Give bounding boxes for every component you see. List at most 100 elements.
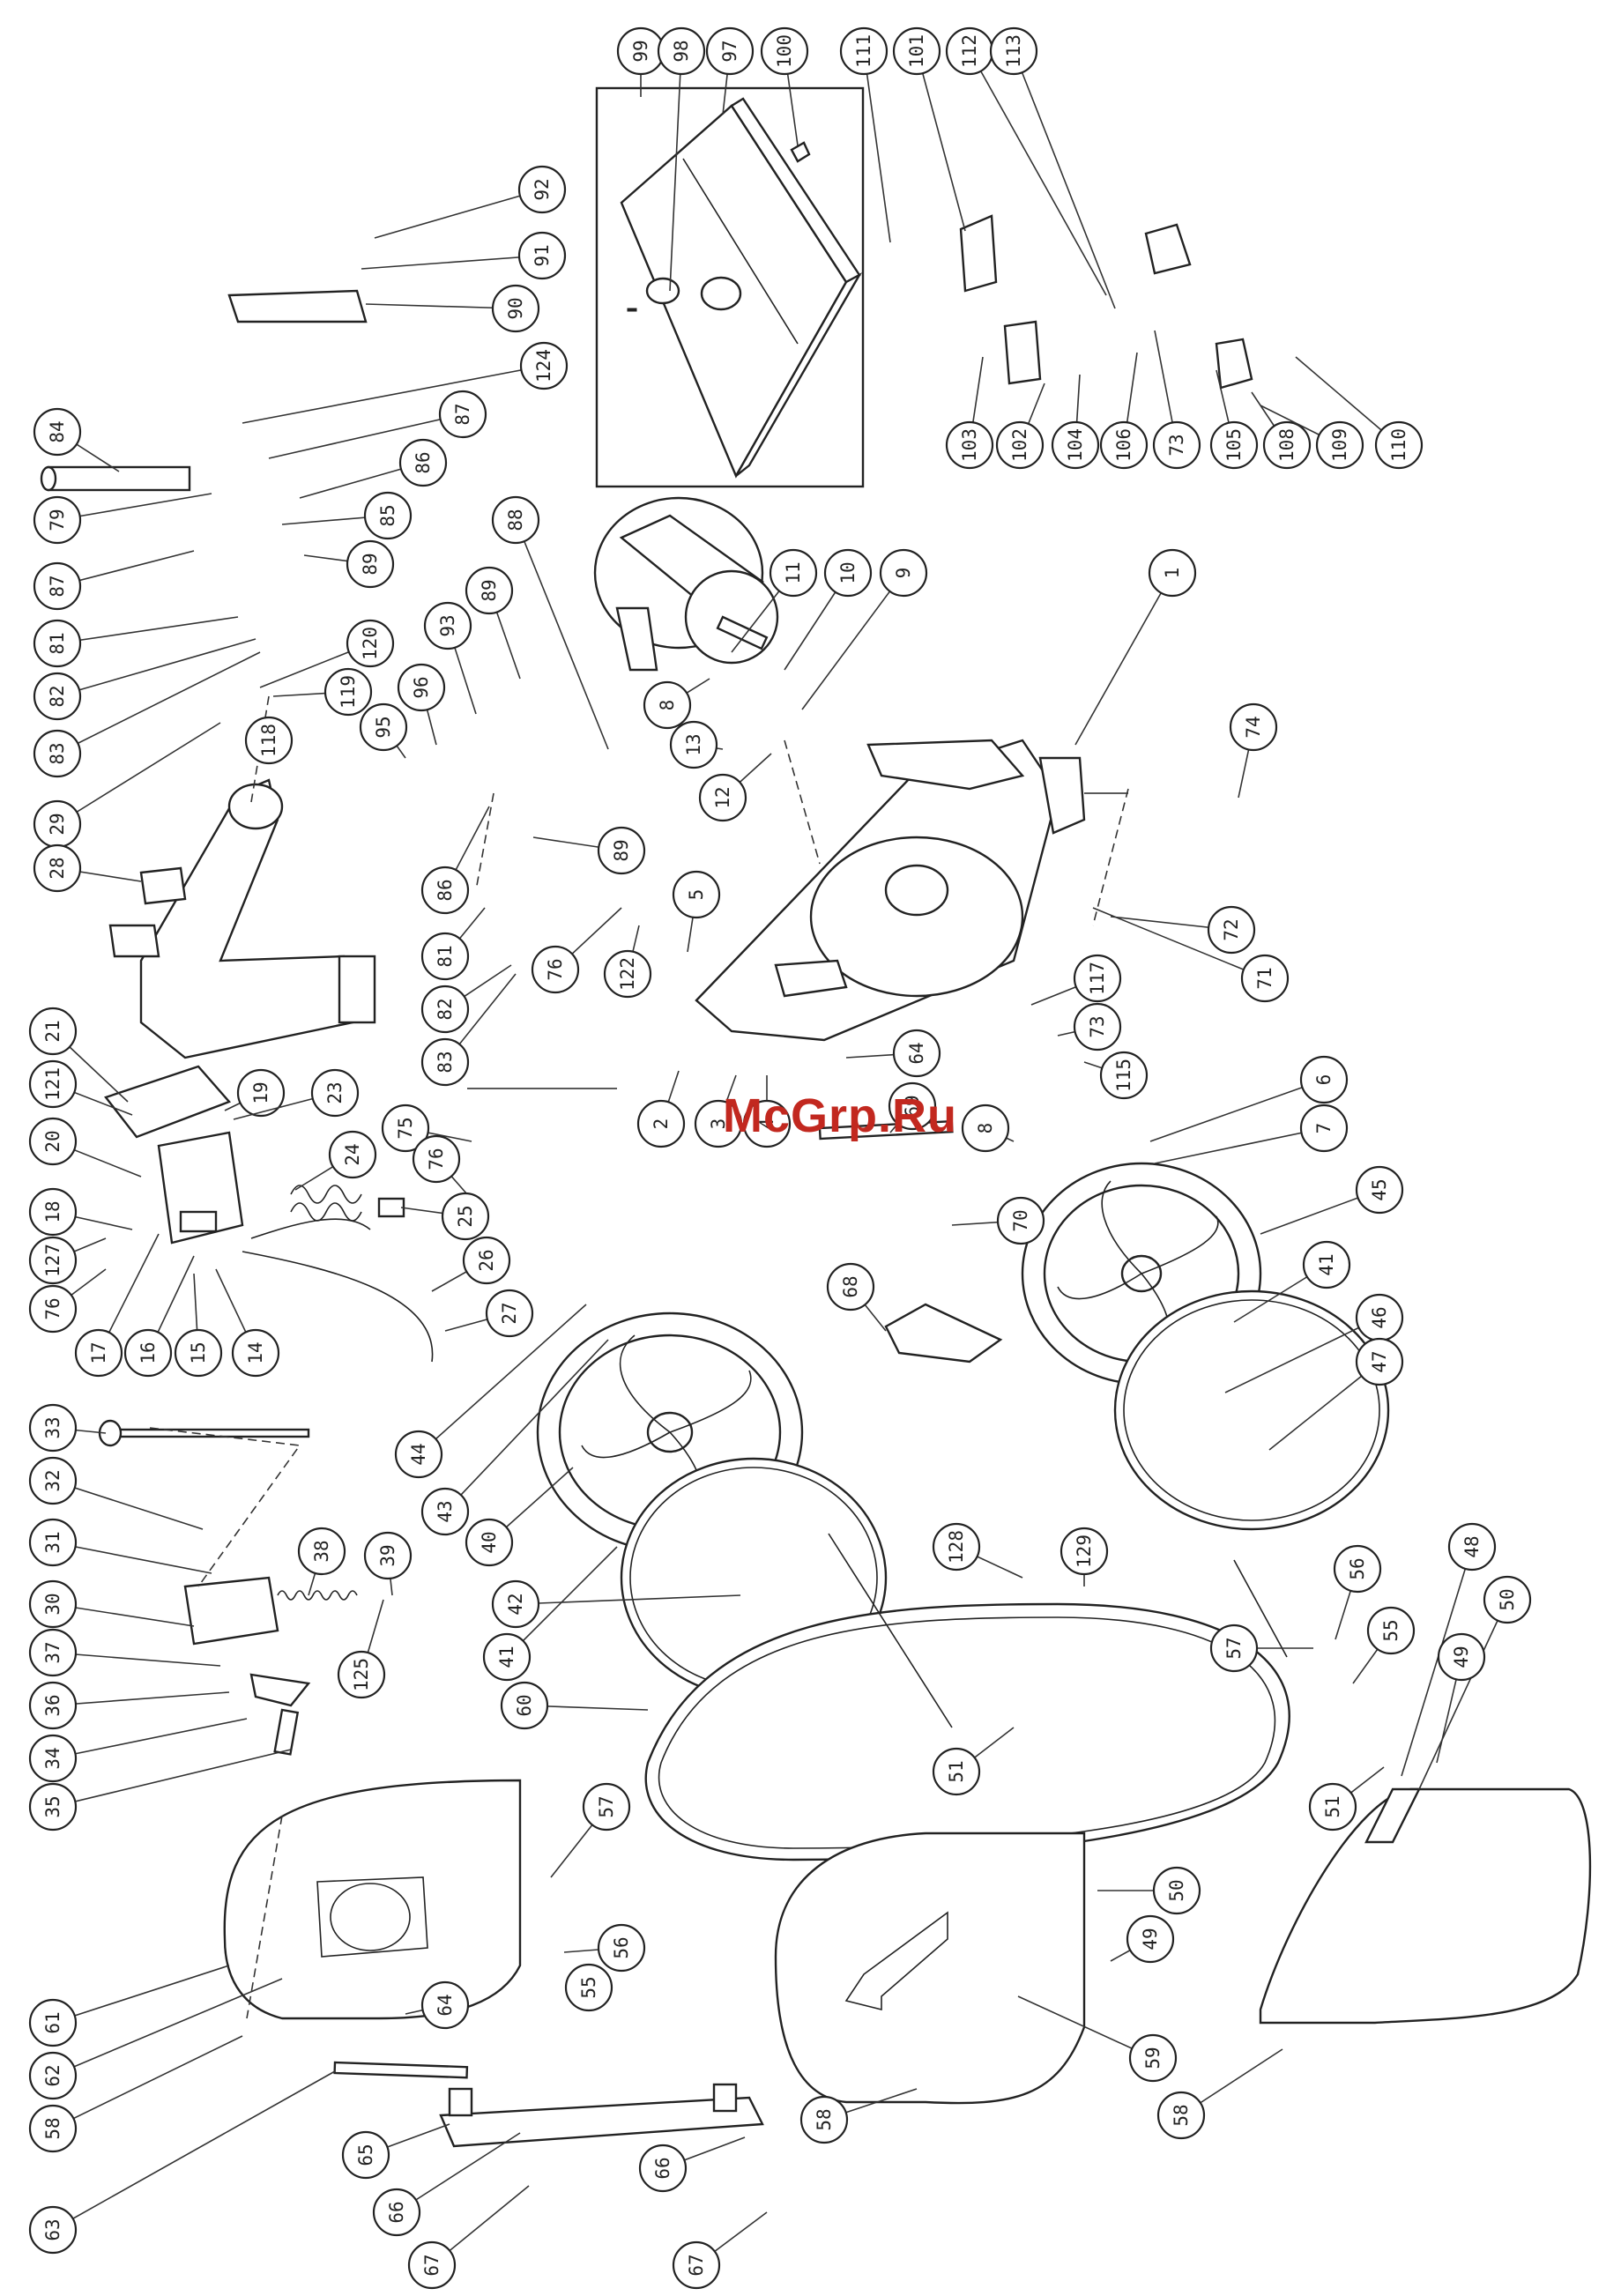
callout-circle (420, 932, 470, 981)
callout-circle (412, 1134, 461, 1184)
part-callout-55: 55 (1366, 1606, 1416, 1655)
callout-circle (397, 663, 446, 712)
part-callout-83: 83 (33, 729, 82, 778)
callout-number: 87 (452, 403, 473, 425)
part-callout-49: 49 (1126, 1914, 1175, 1964)
part-callout-86: 86 (420, 866, 470, 915)
callout-number: 121 (42, 1067, 63, 1101)
part-callout-58: 58 (28, 2104, 78, 2153)
callout-circle (28, 1998, 78, 2047)
callout-circle (672, 870, 721, 919)
part-callout-121: 121 (28, 1059, 78, 1109)
part-callout-64: 64 (892, 1029, 941, 1078)
callout-number: 28 (47, 857, 68, 879)
part-callout-57: 57 (582, 1782, 631, 1832)
callout-circle (1308, 1782, 1357, 1832)
callout-number: 11 (783, 561, 804, 583)
callout-leader-line (515, 1594, 741, 1605)
callout-number: 117 (1087, 962, 1108, 995)
callout-number: 102 (1009, 428, 1030, 462)
callout-number: 63 (42, 2218, 63, 2240)
part-callout-98: 98 (657, 26, 706, 76)
callout-number: 23 (324, 1081, 346, 1103)
callout-circle (597, 1923, 646, 1973)
callout-circle (33, 843, 82, 893)
callout-number: 1 (1162, 568, 1183, 579)
callout-number: 66 (386, 2201, 407, 2223)
callout-number: 59 (1142, 2047, 1164, 2069)
callout-leader-line (801, 572, 904, 710)
part-callout-75: 75 (381, 1103, 430, 1153)
part-callout-43: 43 (420, 1487, 470, 1536)
part-callout-31: 31 (28, 1518, 78, 1567)
part-callout-119: 119 (323, 667, 373, 717)
callout-circle (1374, 420, 1424, 470)
callout-leader-line (1401, 1546, 1473, 1777)
part-callout-39: 39 (363, 1531, 413, 1580)
callout-leader-line (56, 616, 239, 644)
callout-number: 49 (1451, 1646, 1472, 1668)
callout-circle (28, 1734, 78, 1783)
callout-number: 25 (455, 1205, 476, 1227)
part-callout-102: 102 (995, 420, 1045, 470)
callout-circle (1299, 1055, 1349, 1104)
callout-circle (33, 561, 82, 611)
callout-circle (945, 420, 994, 470)
callout-leader-line (52, 1691, 230, 1706)
callout-circle (657, 26, 706, 76)
callout-circle (1152, 1866, 1201, 1915)
part-callout-26: 26 (462, 1236, 511, 1285)
callout-circle (28, 2205, 78, 2255)
part-callout-42: 42 (491, 1579, 540, 1629)
callout-number: 6 (1313, 1074, 1335, 1086)
part-callout-64: 64 (420, 1980, 470, 2030)
part-callout-87: 87 (33, 561, 82, 611)
callout-number: 41 (1316, 1253, 1337, 1275)
part-callout-70: 70 (996, 1196, 1045, 1245)
part-callout-59: 59 (1128, 2033, 1178, 2083)
part-callout-55: 55 (564, 1963, 613, 2012)
callout-leader-line (361, 255, 543, 270)
callout-number: 34 (42, 1747, 63, 1769)
callout-circle (33, 729, 82, 778)
part-callout-34: 34 (28, 1734, 78, 1783)
callout-circle (643, 680, 692, 730)
callout-number: 50 (1166, 1879, 1187, 1901)
part-callout-96: 96 (397, 663, 446, 712)
part-callout-47: 47 (1355, 1337, 1404, 1386)
part-callout-100: 100 (760, 26, 809, 76)
part-callout-104: 104 (1051, 420, 1100, 470)
callout-circle (28, 2104, 78, 2153)
callout-number: 82 (435, 998, 456, 1020)
callout-circle (1060, 1527, 1109, 1576)
callout-number: 86 (435, 879, 456, 901)
callout-number: 93 (437, 614, 458, 636)
callout-number: 111 (853, 34, 874, 68)
callout-number: 101 (906, 34, 927, 68)
callout-circle (799, 2095, 849, 2144)
part-callout-21: 21 (28, 1007, 78, 1056)
callout-circle (1262, 420, 1312, 470)
part-callout-79: 79 (33, 495, 82, 545)
callout-circle (1299, 1103, 1349, 1153)
callout-circle (28, 2051, 78, 2100)
part-callout-12: 12 (698, 773, 747, 822)
callout-number: 113 (1003, 34, 1024, 68)
callout-circle (420, 985, 470, 1034)
callout-circle (672, 2240, 721, 2290)
callout-number: 60 (514, 1694, 535, 1716)
callout-circle (462, 1236, 511, 1285)
callout-leader-line (916, 50, 966, 232)
callout-circle (28, 1518, 78, 1567)
callout-circle (1209, 420, 1259, 470)
part-callout-51: 51 (1308, 1782, 1357, 1832)
callout-leader-line (52, 1749, 292, 1808)
part-callout-46: 46 (1355, 1293, 1404, 1342)
part-callout-73: 73 (1152, 420, 1201, 470)
callout-circle (28, 1187, 78, 1237)
callout-circle (996, 1196, 1045, 1245)
callout-number: 67 (421, 2254, 442, 2276)
callout-number: 58 (1171, 2104, 1192, 2126)
callout-number: 118 (258, 724, 279, 757)
